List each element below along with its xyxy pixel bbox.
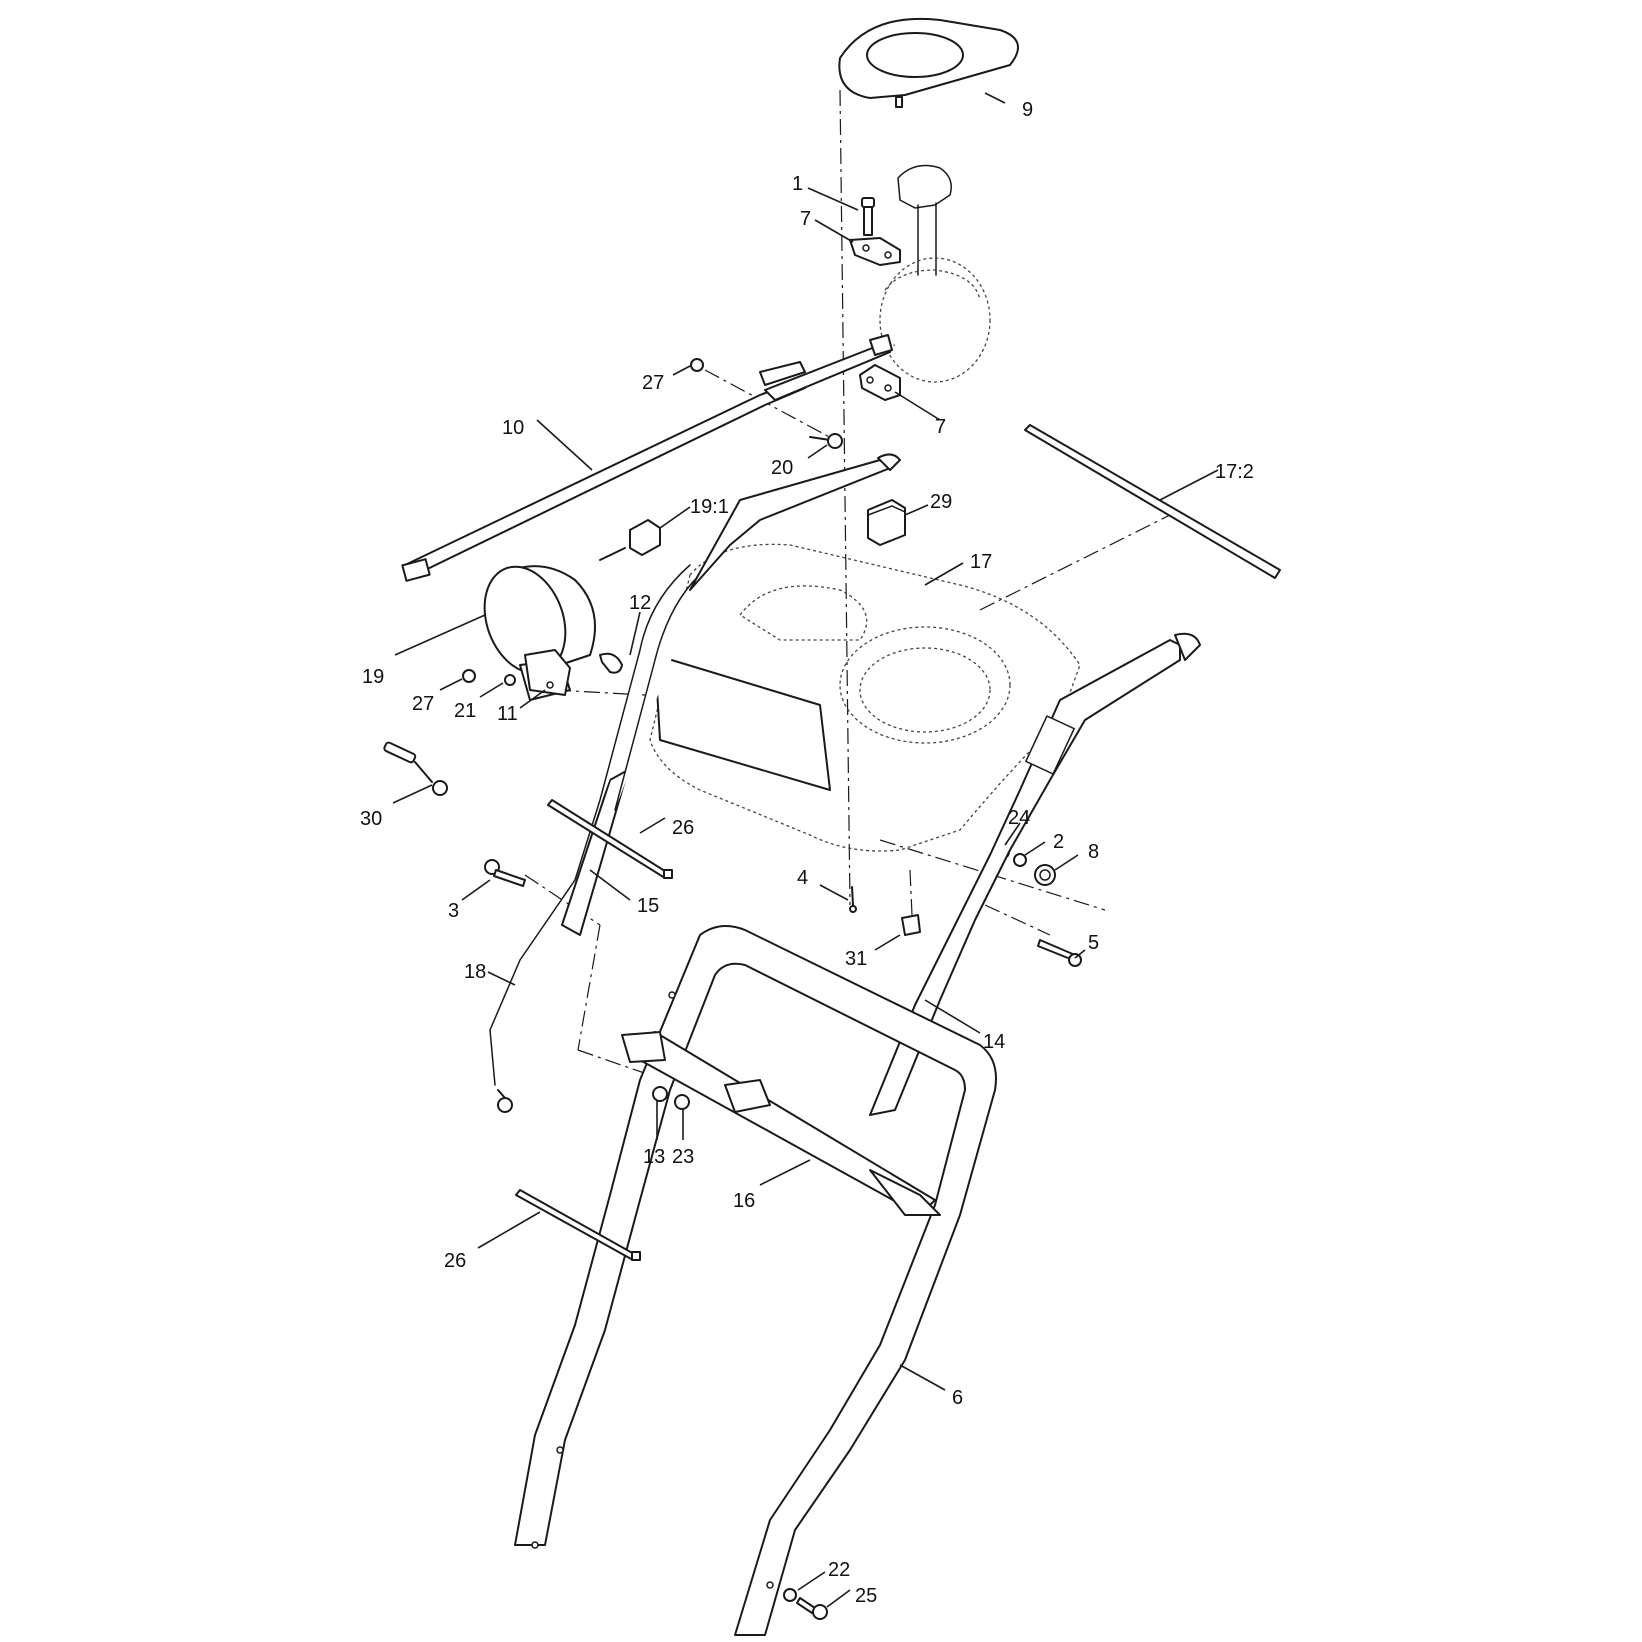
callout-15: 15 [637, 895, 659, 917]
callout-16: 16 [733, 1190, 755, 1212]
part-15-console-support [561, 769, 629, 936]
part-17-2-decal-strip [1024, 424, 1281, 579]
part-21-washer [504, 674, 516, 686]
callout-30: 30 [360, 808, 382, 830]
callout-7-upper: 7 [800, 208, 811, 230]
callout-9: 9 [1022, 99, 1033, 121]
callout-17: 17 [970, 551, 992, 573]
part-8-knob [1034, 864, 1056, 886]
part-2-washer [1013, 853, 1027, 867]
part-26-cable-tie-lower [515, 1189, 641, 1261]
part-7-upper-bracket [849, 237, 901, 266]
part-10-chute-rod [401, 334, 893, 582]
part-26-cable-tie-upper [547, 799, 673, 879]
callout-2: 2 [1053, 831, 1064, 853]
callout-26-lower: 26 [444, 1250, 466, 1272]
callout-13: 13 [643, 1146, 665, 1168]
part-14-upper-handle [689, 453, 1201, 1116]
callout-21: 21 [454, 700, 476, 722]
part-1-bolt [861, 197, 875, 236]
callout-18: 18 [464, 961, 486, 983]
callout-23: 23 [672, 1146, 694, 1168]
callout-24: 24 [1008, 807, 1030, 829]
part-11-headlight-bracket [524, 649, 571, 696]
callout-27-upper: 27 [642, 372, 664, 394]
callout-26-upper: 26 [672, 817, 694, 839]
chute-control-handle-ghost [869, 164, 991, 383]
part-31-clip [901, 914, 921, 936]
callout-19: 19 [362, 666, 384, 688]
callout-25: 25 [855, 1585, 877, 1607]
callout-22: 22 [828, 1559, 850, 1581]
callout-10: 10 [502, 417, 524, 439]
callout-labels: 9 1 7 7 27 10 20 17:2 29 19:1 17 12 19 2… [360, 99, 1254, 1607]
part-3-carriage-bolt [484, 859, 526, 887]
callout-12: 12 [629, 592, 651, 614]
part-23-nut [674, 1094, 690, 1110]
callout-4: 4 [797, 867, 808, 889]
part-12-grommet [599, 652, 623, 674]
callout-5: 5 [1088, 932, 1099, 954]
part-4-screw [849, 886, 857, 913]
assembly-centerlines [524, 89, 1171, 1076]
part-22-washer [783, 1588, 797, 1602]
callout-29: 29 [930, 491, 952, 513]
callout-20: 20 [771, 457, 793, 479]
part-17-dash-panel [649, 543, 1081, 852]
part-27-nut-lower [462, 669, 476, 683]
leader-lines [392, 92, 1219, 1608]
part-29-switch [867, 499, 906, 546]
part-30-ground-wire [383, 741, 448, 796]
callout-11: 11 [497, 703, 518, 725]
callout-3: 3 [448, 900, 459, 922]
part-13-washer [652, 1086, 668, 1102]
part-7-lower-bracket [859, 364, 901, 401]
part-16-control-bar [621, 1031, 941, 1216]
part-6-lower-handle [514, 925, 997, 1636]
part-20-pin [809, 433, 843, 449]
part-25-bolt [796, 1597, 828, 1620]
callout-1: 1 [792, 173, 803, 195]
callout-17-2: 17:2 [1215, 461, 1254, 483]
part-5-bolt [1037, 939, 1082, 967]
callout-31: 31 [845, 948, 867, 970]
part-27-nut-upper [690, 358, 704, 372]
callout-8: 8 [1088, 841, 1099, 863]
callout-19-1: 19:1 [690, 496, 729, 518]
callout-14: 14 [983, 1031, 1005, 1053]
callout-27-lower: 27 [412, 693, 434, 715]
part-9-console-cover [838, 17, 1019, 108]
part-19-1-bulb-socket [599, 519, 661, 561]
callout-6: 6 [952, 1387, 963, 1409]
part-18-wire-harness [489, 564, 706, 1113]
callout-7-lower: 7 [935, 416, 946, 438]
